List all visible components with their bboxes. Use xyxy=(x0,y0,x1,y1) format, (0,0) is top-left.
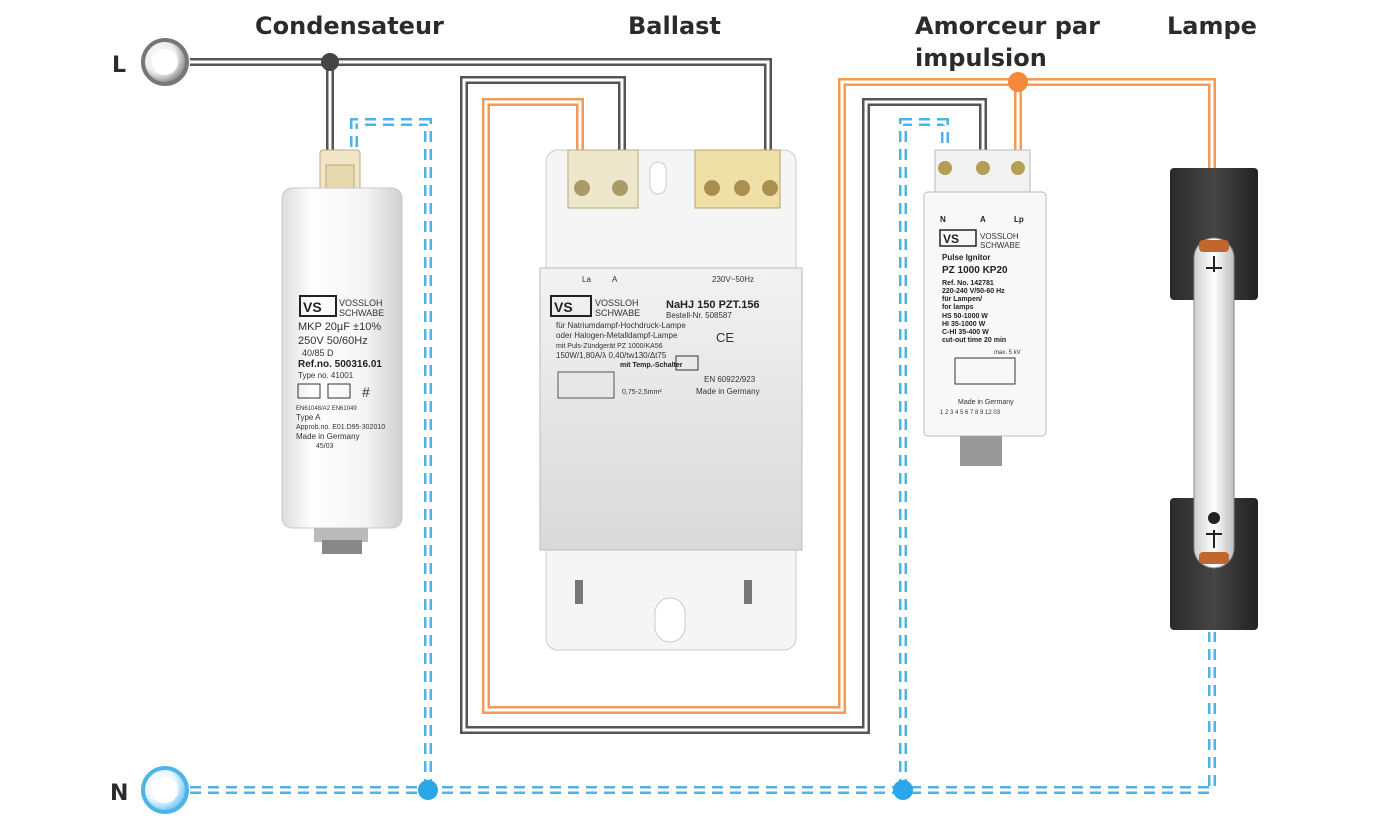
capacitor-brand2: SCHWABE xyxy=(339,308,384,318)
capacitor-brand1: VOSSLOH xyxy=(339,298,383,308)
capacitor: VS VOSSLOH SCHWABE MKP 20µF ±10% 250V 50… xyxy=(281,149,403,554)
ballast-desc4: 150W/1,80A/λ 0,40/tw130/Δt75 xyxy=(556,351,667,360)
ignitor-model: PZ 1000 KP20 xyxy=(942,265,1008,276)
ballast-desc3: mit Puls-Zündgerät PZ 1000/KA56 xyxy=(556,343,663,350)
lamp-label: Lampe xyxy=(1167,12,1257,40)
capacitor-hash-icon: # xyxy=(362,384,370,400)
ballast-desc2: oder Halogen-Metalldampf-Lampe xyxy=(556,331,678,340)
ignitor-junction-node xyxy=(1008,72,1028,92)
capacitor-rating: MKP 20µF ±10% xyxy=(298,321,381,333)
ignitor-term-a: A xyxy=(980,215,986,224)
ballast-logo-icon: VS xyxy=(554,299,573,315)
ignitor-brand2: SCHWABE xyxy=(980,241,1020,250)
ignitor-term-lp: Lp xyxy=(1014,215,1024,224)
ballast-wire-size: 0,75-2,5mm² xyxy=(622,389,662,396)
ballast-brand1: VOSSLOH xyxy=(595,298,639,308)
ignitor-for1: für Lampen/ xyxy=(942,296,982,303)
ignitor-type: Pulse Ignitor xyxy=(942,253,990,262)
capacitor-made: Made in Germany xyxy=(296,432,360,441)
ignitor-chi: C-HI 35-400 W xyxy=(942,329,989,336)
ballast-standard: EN 60922/923 xyxy=(704,375,756,384)
neutral-terminal[interactable] xyxy=(141,766,189,814)
capacitor-logo-icon: VS xyxy=(303,299,322,315)
ignitor-brand1: VOSSLOH xyxy=(980,232,1019,241)
capacitor-standard: EN61048/A2 EN61049 xyxy=(296,406,357,412)
capacitor-date: 45/03 xyxy=(316,443,334,450)
neutral-label: N xyxy=(110,781,128,806)
ballast-desc1: für Natriumdampf-Hochdruck-Lampe xyxy=(556,321,686,330)
ballast-label: Ballast xyxy=(628,12,721,40)
ballast-supply: 230V~50Hz xyxy=(712,275,754,284)
ignitor-for2: for lamps xyxy=(942,304,974,311)
capacitor-ref: Ref.no. 500316.01 xyxy=(298,359,382,370)
line-label: L xyxy=(112,53,126,78)
ballast-term-a: A xyxy=(612,275,618,284)
ballast-order-no: Bestell-Nr. 508587 xyxy=(666,311,732,320)
ballast: La A 230V~50Hz VS VOSSLOH SCHWABE NaHJ 1… xyxy=(539,149,803,651)
ignitor: N A Lp VS VOSSLOH SCHWABE Pulse Ignitor … xyxy=(923,149,1047,466)
ballast-to-ignitor-wire xyxy=(460,76,987,734)
capacitor-label: Condensateur xyxy=(255,12,444,40)
ignitor-voltage: 220-240 V/50-60 Hz xyxy=(942,288,1005,295)
neutral-junction-node-ignitor xyxy=(893,780,913,800)
ignitor-hi: HI 35-1000 W xyxy=(942,321,986,328)
ignitor-label-line2: impulsion xyxy=(915,44,1047,72)
capacitor-class: 40/85 D xyxy=(302,348,334,358)
capacitor-voltage: 250V 50/60Hz xyxy=(298,335,368,347)
phase-wire xyxy=(190,58,772,150)
lamp xyxy=(1170,168,1258,630)
ignitor-logo-icon: VS xyxy=(943,232,959,246)
ignitor-made: Made in Germany xyxy=(958,399,1014,406)
ignitor-hs: HS 50-1000 W xyxy=(942,313,988,320)
ballast-term-la: La xyxy=(582,275,591,284)
capacitor-type: Type A xyxy=(296,413,321,422)
ignitor-lamp-wire xyxy=(482,78,1216,714)
ignitor-label-line1: Amorceur par xyxy=(915,12,1100,40)
capacitor-type-no: Type no. 41001 xyxy=(298,371,354,380)
ballast-temp-switch: mit Temp.-Schalter xyxy=(620,362,683,369)
capacitor-approb: Approb.no. E01.D95-302010 xyxy=(296,424,385,431)
ignitor-max-kv: max. 5 kV xyxy=(994,350,1021,356)
ballast-made: Made in Germany xyxy=(696,387,760,396)
ballast-model: NaHJ 150 PZT.156 xyxy=(666,299,760,311)
ballast-brand2: SCHWABE xyxy=(595,308,640,318)
ignitor-cutout: cut-out time 20 min xyxy=(942,337,1006,344)
phase-junction-node xyxy=(321,53,339,71)
line-terminal[interactable] xyxy=(141,38,189,86)
ignitor-digits: 1 2 3 4 5 6 7 8 9 12 03 xyxy=(940,410,1001,416)
neutral-junction-node-capacitor xyxy=(418,780,438,800)
ballast-ce-mark: CE xyxy=(716,330,734,345)
ignitor-ref: Ref. No. 142781 xyxy=(942,280,994,287)
ignitor-term-n: N xyxy=(940,215,946,224)
